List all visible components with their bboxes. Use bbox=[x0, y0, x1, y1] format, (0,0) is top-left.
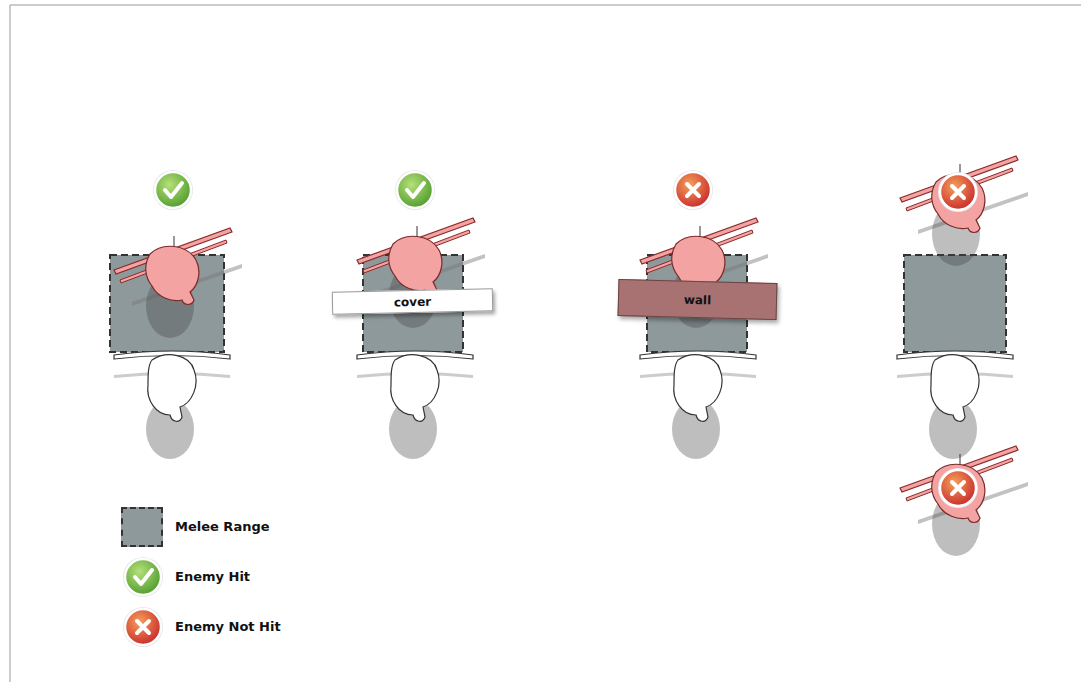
wall-band: wall bbox=[618, 279, 778, 320]
node-label: cover bbox=[394, 294, 432, 309]
hit-icon bbox=[153, 170, 193, 210]
legend-hit-icon bbox=[123, 557, 163, 597]
node-label: wall bbox=[684, 292, 712, 307]
miss-icon bbox=[938, 468, 978, 508]
legend-label: Enemy Hit bbox=[175, 569, 250, 584]
enemy-character bbox=[900, 156, 1028, 266]
miss-icon bbox=[938, 172, 978, 212]
hit-icon bbox=[395, 170, 435, 210]
player-character bbox=[357, 351, 473, 459]
miss-icon bbox=[673, 170, 713, 210]
legend-swatch bbox=[121, 507, 163, 547]
player-character bbox=[114, 351, 230, 459]
player-character bbox=[640, 351, 756, 459]
legend-label: Melee Range bbox=[175, 519, 270, 534]
melee-range bbox=[904, 255, 1006, 352]
legend-miss-icon bbox=[123, 607, 163, 647]
enemy-character bbox=[114, 228, 242, 338]
page-frame bbox=[10, 5, 1081, 682]
cover-band: cover bbox=[332, 288, 493, 314]
player-character bbox=[897, 351, 1013, 459]
legend-label: Enemy Not Hit bbox=[175, 619, 281, 634]
enemy-character bbox=[900, 446, 1028, 556]
